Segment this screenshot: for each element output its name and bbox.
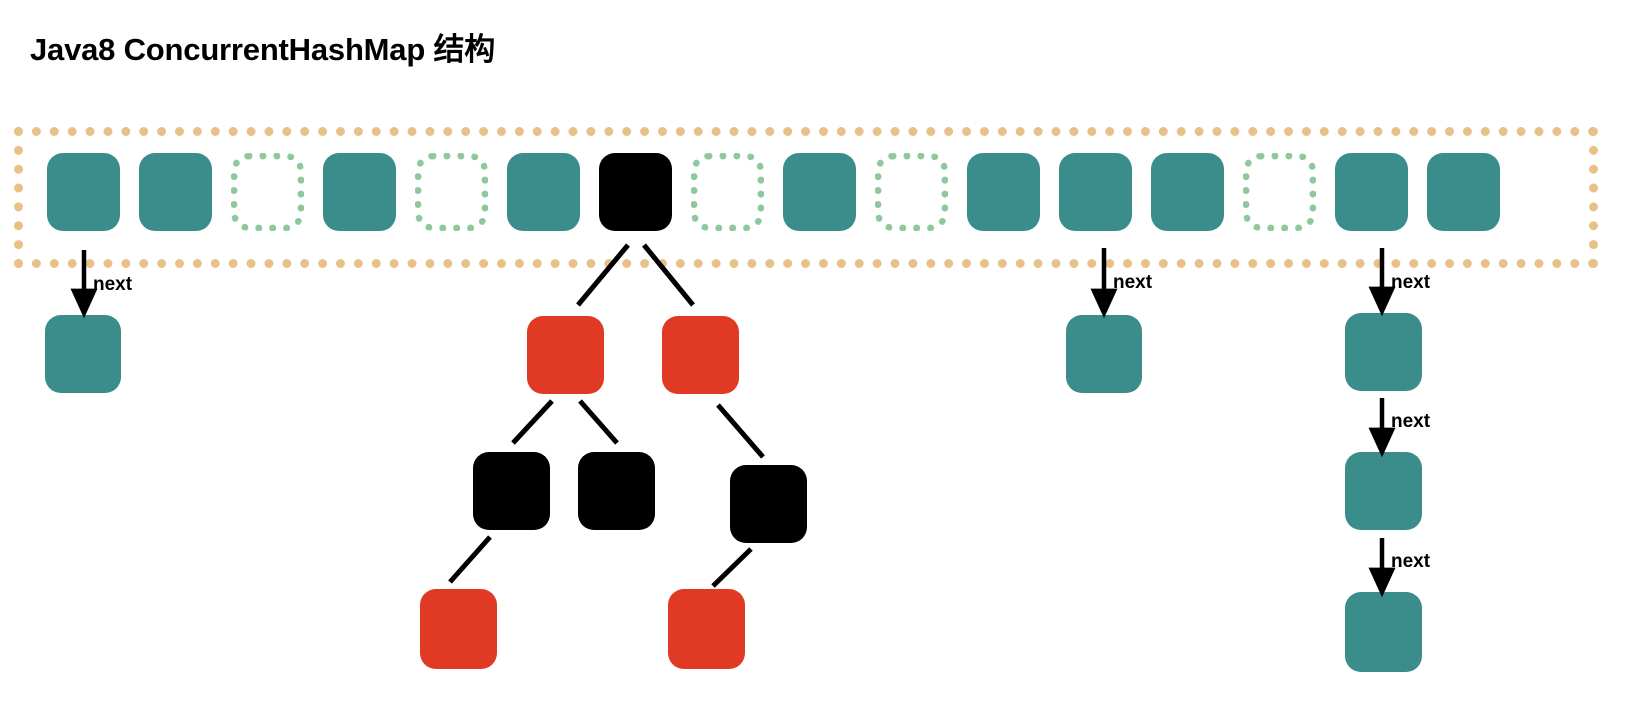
tree-node-l2-b[interactable]	[578, 452, 655, 530]
array-cell-10[interactable]	[967, 153, 1040, 231]
next-label-bucket-11: next	[1113, 272, 1153, 293]
tree-node-l1-left[interactable]	[527, 316, 604, 394]
array-cell-8[interactable]	[783, 153, 856, 231]
array-cell-14[interactable]	[1335, 153, 1408, 231]
array-cell-0[interactable]	[47, 153, 120, 231]
page-title: Java8 ConcurrentHashMap 结构	[30, 32, 496, 67]
tree-edge-l2c-l3b	[711, 547, 753, 588]
array-cell-4[interactable]	[415, 153, 488, 231]
chain-bucket-14-node-2[interactable]	[1345, 452, 1422, 530]
array-cell-1[interactable]	[139, 153, 212, 231]
next-label-bucket-0: next	[93, 274, 133, 295]
chain-bucket-0-node-1[interactable]	[45, 315, 121, 393]
next-label-chain-14-1-2: next	[1391, 411, 1431, 432]
array-cell-2[interactable]	[231, 153, 304, 231]
hash-table-array	[14, 127, 1598, 268]
array-cell-11[interactable]	[1059, 153, 1132, 231]
array-cell-5[interactable]	[507, 153, 580, 231]
array-cell-6[interactable]	[599, 153, 672, 231]
tree-node-l2-c[interactable]	[730, 465, 807, 543]
array-cell-13[interactable]	[1243, 153, 1316, 231]
tree-node-l1-right[interactable]	[662, 316, 739, 394]
array-cell-15[interactable]	[1427, 153, 1500, 231]
array-cell-3[interactable]	[323, 153, 396, 231]
chain-bucket-11-node-1[interactable]	[1066, 315, 1142, 393]
next-label-bucket-14: next	[1391, 272, 1431, 293]
chain-bucket-14-node-3[interactable]	[1345, 592, 1422, 672]
chain-bucket-14-node-1[interactable]	[1345, 313, 1422, 391]
tree-edge-l2a-l3a	[448, 535, 492, 584]
next-label-chain-14-2-3: next	[1391, 551, 1431, 572]
tree-edge-l1left-l2a	[511, 399, 554, 445]
array-cell-7[interactable]	[691, 153, 764, 231]
array-cell-12[interactable]	[1151, 153, 1224, 231]
tree-node-l3-a[interactable]	[420, 589, 497, 669]
tree-edge-l1left-l2b	[578, 399, 619, 445]
tree-node-l2-a[interactable]	[473, 452, 550, 530]
tree-edge-l1right-l2c	[716, 403, 765, 459]
tree-node-l3-b[interactable]	[668, 589, 745, 669]
array-cell-9[interactable]	[875, 153, 948, 231]
